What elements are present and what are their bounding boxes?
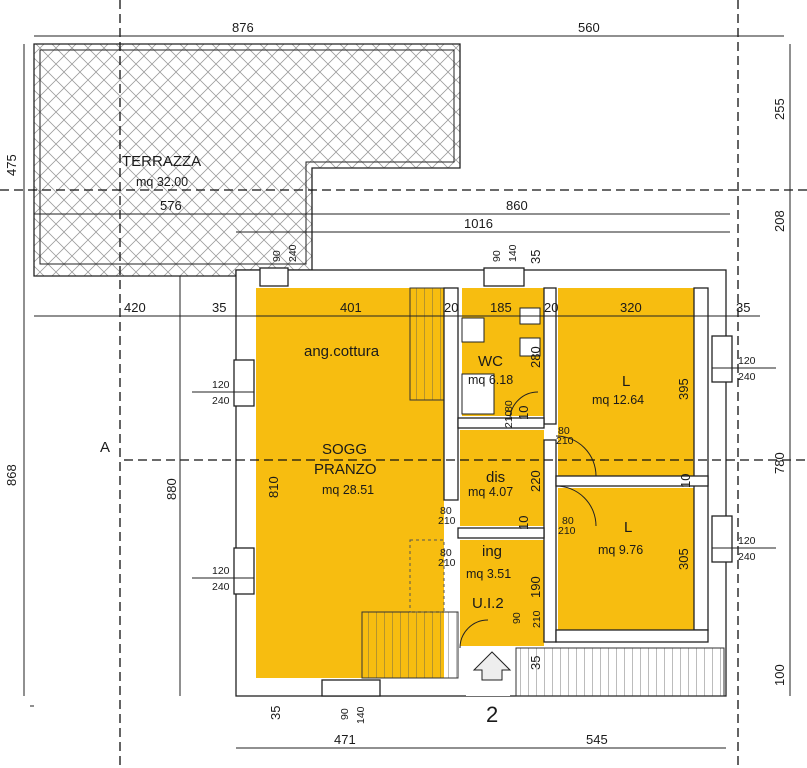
dim-475: 475	[4, 154, 19, 176]
door-l2-height: 210	[558, 525, 576, 537]
room-area-letto2: mq 9.76	[598, 543, 643, 557]
dim-471: 471	[334, 732, 356, 747]
dimension-texts-vertical: 475 868 880 810 255 208 780 100 395 305 …	[4, 98, 787, 720]
door-dis-width: 80	[440, 505, 452, 517]
windows	[233, 267, 733, 697]
dim-780: 780	[772, 452, 787, 474]
dim-305: 305	[676, 548, 691, 570]
room-name-soggiorno-2: PRANZO	[314, 461, 377, 478]
win-top-240: 240	[287, 244, 299, 262]
win-bot-140: 140	[355, 706, 367, 724]
dim-10-a: 10	[516, 406, 531, 420]
win-r2-width: 120	[738, 535, 756, 547]
dimension-texts-horizontal: 876 560 576 860 1016 420 35 401 20 185 2…	[124, 20, 750, 747]
dim-545: 545	[586, 732, 608, 747]
dim-320: 320	[620, 300, 642, 315]
door-ing-width: 80	[440, 547, 452, 559]
door-unit-width: 90	[511, 612, 523, 624]
dim-185: 185	[490, 300, 512, 315]
room-name-wc: WC	[478, 353, 503, 370]
dim-860: 860	[506, 198, 528, 213]
win-l2-height: 240	[212, 581, 230, 593]
win-l2-width: 120	[212, 565, 230, 577]
markers: A 2	[100, 439, 498, 727]
room-name-ingresso: ing	[482, 543, 502, 560]
win-r1-width: 120	[738, 355, 756, 367]
room-area-letto1: mq 12.64	[592, 393, 644, 407]
door-ing-height: 210	[438, 557, 456, 569]
dim-1016: 1016	[464, 216, 493, 231]
win-top-90: 90	[271, 250, 283, 262]
room-name-cucina: ang.cottura	[304, 343, 380, 360]
room-area-ingresso: mq 3.51	[466, 567, 511, 581]
win-r1-height: 240	[738, 371, 756, 383]
dim-35-b: 35	[268, 706, 283, 720]
door-l1-width: 80	[558, 425, 570, 437]
dimension-lines	[23, 35, 791, 749]
terrace	[33, 43, 461, 277]
dim-560: 560	[578, 20, 600, 35]
stairs	[361, 287, 725, 697]
door-dis-height: 210	[438, 515, 456, 527]
dim-20-a: 20	[444, 300, 458, 315]
room-area-dis: mq 4.07	[468, 485, 513, 499]
dim-868: 868	[4, 464, 19, 486]
win-wc-35: 35	[528, 250, 543, 264]
dim-220: 220	[528, 470, 543, 492]
room-name-unit: U.I.2	[472, 595, 504, 612]
room-name-soggiorno-1: SOGG	[322, 441, 367, 458]
room-name-terrazza: TERRAZZA	[122, 153, 201, 170]
room-name-dis: dis	[486, 469, 505, 486]
dim-810: 810	[266, 476, 281, 498]
room-ingresso-fill	[460, 540, 544, 646]
room-name-letto2: L	[624, 519, 632, 536]
dim-255: 255	[772, 98, 787, 120]
section-mark-a: A	[100, 439, 110, 456]
interior-walls	[409, 287, 709, 643]
dim-208: 208	[772, 210, 787, 232]
room-area-terrazza: mq 32.00	[136, 175, 188, 189]
room-area-soggiorno: mq 28.51	[322, 483, 374, 497]
dim-395: 395	[676, 378, 691, 400]
dim-35-bottom: 35	[528, 656, 543, 670]
room-letto2-fill	[558, 488, 694, 630]
dim-20-b: 20	[544, 300, 558, 315]
win-l1-height: 240	[212, 395, 230, 407]
room-dis-fill	[460, 430, 544, 526]
dim-401: 401	[340, 300, 362, 315]
unit-number: 2	[486, 702, 498, 727]
win-l1-width: 120	[212, 379, 230, 391]
entrance-arrow-icon	[472, 651, 512, 681]
dim-10-b: 10	[516, 516, 531, 530]
win-bot-90: 90	[339, 708, 351, 720]
dim-880: 880	[164, 478, 179, 500]
opening-dimensions: 90 240 90 140 35 90 140 120 240 120 240 …	[212, 244, 756, 724]
dim-35-right: 35	[736, 300, 750, 315]
room-labels: TERRAZZA mq 32.00 ang.cottura SOGG PRANZ…	[122, 153, 644, 612]
door-swings	[459, 391, 597, 649]
win-r2-height: 240	[738, 551, 756, 563]
room-name-letto1: L	[622, 373, 630, 390]
dim-280: 280	[528, 346, 543, 368]
dim-576: 576	[160, 198, 182, 213]
room-area-wc: mq 6.18	[468, 373, 513, 387]
win-wc-90: 90	[491, 250, 503, 262]
dim-100: 100	[772, 664, 787, 686]
dim-35-left: 35	[212, 300, 226, 315]
dim-420: 420	[124, 300, 146, 315]
dim-876: 876	[232, 20, 254, 35]
door-unit-height: 210	[531, 610, 543, 628]
dim-10-c: 10	[678, 474, 693, 488]
win-wc-140: 140	[507, 244, 519, 262]
dim-190: 190	[528, 576, 543, 598]
door-wc-width: 80	[503, 400, 515, 412]
door-l2-width: 80	[562, 515, 574, 527]
door-l1-height: 210	[556, 435, 574, 447]
door-wc-height: 210	[503, 410, 515, 428]
